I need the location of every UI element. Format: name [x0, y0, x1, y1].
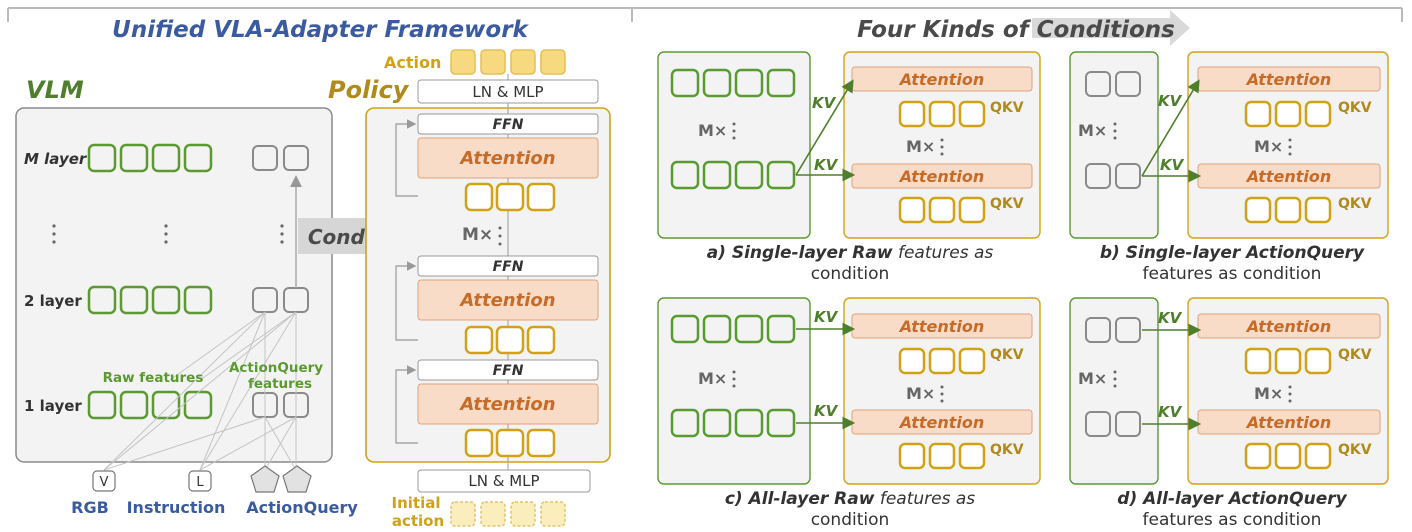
policy-tokens-2: [464, 325, 556, 355]
ln-mlp-top-text: LN & MLP: [472, 83, 543, 101]
vlm-panel: [15, 107, 333, 463]
svg-text:KV: KV: [814, 308, 839, 326]
actionquery-features-label-2: features: [248, 376, 312, 392]
svg-text:Attention: Attention: [1245, 413, 1332, 432]
m-layer-label: M layer: [24, 150, 88, 168]
attention-box-2: [417, 279, 599, 321]
svg-text:QKV: QKV: [990, 347, 1024, 363]
caption-d-line-1: d) All-layer ActionQuery: [1117, 489, 1347, 509]
policy-label: Policy: [328, 76, 410, 104]
ln-mlp-bottom-box: [417, 469, 591, 493]
svg-text:KV: KV: [812, 94, 837, 112]
variant-c: M× Attention QKV M× Attention QKV KV KV …: [657, 297, 1041, 530]
svg-text:Attention: Attention: [1245, 317, 1332, 336]
vlm-label: VLM: [26, 76, 84, 104]
ln-mlp-bottom-text: LN & MLP: [468, 472, 539, 490]
svg-text:Attention: Attention: [1245, 167, 1332, 186]
residual-loop-1: [395, 119, 418, 197]
l-input-letter: L: [196, 475, 204, 490]
svg-text:QKV: QKV: [1338, 347, 1372, 363]
svg-text:M×: M×: [1078, 369, 1107, 388]
initial-action-label-1: Initial: [392, 494, 441, 512]
variant-d: M× Attention QKV M× Attention QKV KV KV …: [1069, 297, 1389, 530]
v-input-letter: V: [100, 475, 109, 490]
title-arrow-decor: [1032, 10, 1190, 46]
svg-text:KV: KV: [814, 156, 839, 174]
svg-text:Attention: Attention: [1245, 70, 1332, 89]
svg-text:M×: M×: [906, 384, 935, 403]
svg-text:Attention: Attention: [898, 70, 985, 89]
svg-text:QKV: QKV: [1338, 196, 1372, 212]
raw-features-label: Raw features: [103, 370, 204, 386]
svg-text:Attention: Attention: [898, 167, 985, 186]
svg-text:KV: KV: [1158, 92, 1183, 110]
action-label: Action: [384, 53, 441, 72]
initial-action-tokens: [450, 501, 566, 527]
svg-text:KV: KV: [1158, 403, 1183, 421]
layer-2-raw-tokens: [87, 285, 213, 315]
actionquery-features-label-1: ActionQuery: [229, 360, 323, 376]
svg-text:QKV: QKV: [990, 100, 1024, 116]
left-title: Unified VLA-Adapter Framework: [112, 17, 529, 43]
actionquery-pentagon-icons: [250, 465, 312, 493]
svg-text:M×: M×: [1254, 137, 1283, 156]
variant-a: M× Attention QKV M× Attention QKV KV KV …: [657, 51, 1041, 284]
attention-box-3: [417, 383, 599, 425]
svg-text:M×: M×: [698, 121, 727, 140]
ffn-text-3: FFN: [493, 363, 524, 379]
caption-a-line-1: a) Single-layer Raw features as: [707, 243, 994, 263]
top-bracket: [7, 7, 1403, 22]
svg-text:M×: M×: [698, 369, 727, 388]
instruction-label: Instruction: [127, 498, 226, 517]
attention-text-1: Attention: [458, 148, 555, 169]
attention-box-1: [417, 137, 599, 179]
svg-text:QKV: QKV: [1338, 442, 1372, 458]
ffn-box-1: [417, 113, 599, 135]
caption-c-line-1: c) All-layer Raw features as: [725, 489, 975, 509]
svg-text:KV: KV: [814, 402, 839, 420]
action-tokens: [450, 49, 566, 75]
caption-b-line-2: features as condition: [1143, 264, 1322, 284]
ffn-box-2: [417, 255, 599, 277]
layer-2-label: 2 layer: [24, 292, 82, 310]
policy-m-times: M×: [462, 225, 493, 245]
svg-text:QKV: QKV: [1338, 100, 1372, 116]
caption-c-line-2: condition: [811, 510, 890, 530]
v-input-icon: [92, 470, 116, 492]
residual-loop-3: [395, 365, 418, 444]
attention-text-2: Attention: [458, 290, 555, 311]
svg-text:M×: M×: [1254, 384, 1283, 403]
residual-loop-2: [395, 261, 418, 341]
l-input-icon: [188, 470, 212, 492]
policy-tokens-1: [464, 182, 556, 212]
caption-b-line-1: b) Single-layer ActionQuery: [1100, 243, 1365, 263]
vlm-ellipsis: [52, 224, 284, 244]
input-fan-lines: [103, 311, 297, 471]
svg-text:KV: KV: [1158, 309, 1183, 327]
svg-text:KV: KV: [1160, 156, 1185, 174]
policy-m-dots: [498, 226, 502, 246]
caption-a-line-2: condition: [811, 264, 890, 284]
ffn-box-3: [417, 359, 599, 381]
layer-1-label: 1 layer: [24, 397, 82, 415]
variant-b: M× Attention QKV M× Attention QKV KV KV …: [1069, 51, 1389, 284]
initial-action-label-2: action: [392, 512, 444, 530]
actionquery-label: ActionQuery: [246, 498, 358, 517]
policy-tokens-3: [464, 428, 556, 458]
caption-d-line-2: features as condition: [1143, 510, 1322, 530]
m-layer-raw-tokens: [87, 143, 213, 173]
svg-text:QKV: QKV: [990, 196, 1024, 212]
svg-text:Attention: Attention: [898, 317, 985, 336]
rgb-label: RGB: [71, 498, 109, 517]
svg-text:M×: M×: [906, 137, 935, 156]
ffn-text-1: FFN: [493, 117, 524, 133]
ffn-text-2: FFN: [493, 259, 524, 275]
svg-text:M×: M×: [1078, 121, 1107, 140]
attention-text-3: Attention: [458, 394, 555, 415]
right-title: Four Kinds of Conditions: [857, 17, 1175, 43]
svg-text:QKV: QKV: [990, 442, 1024, 458]
svg-text:Attention: Attention: [898, 413, 985, 432]
